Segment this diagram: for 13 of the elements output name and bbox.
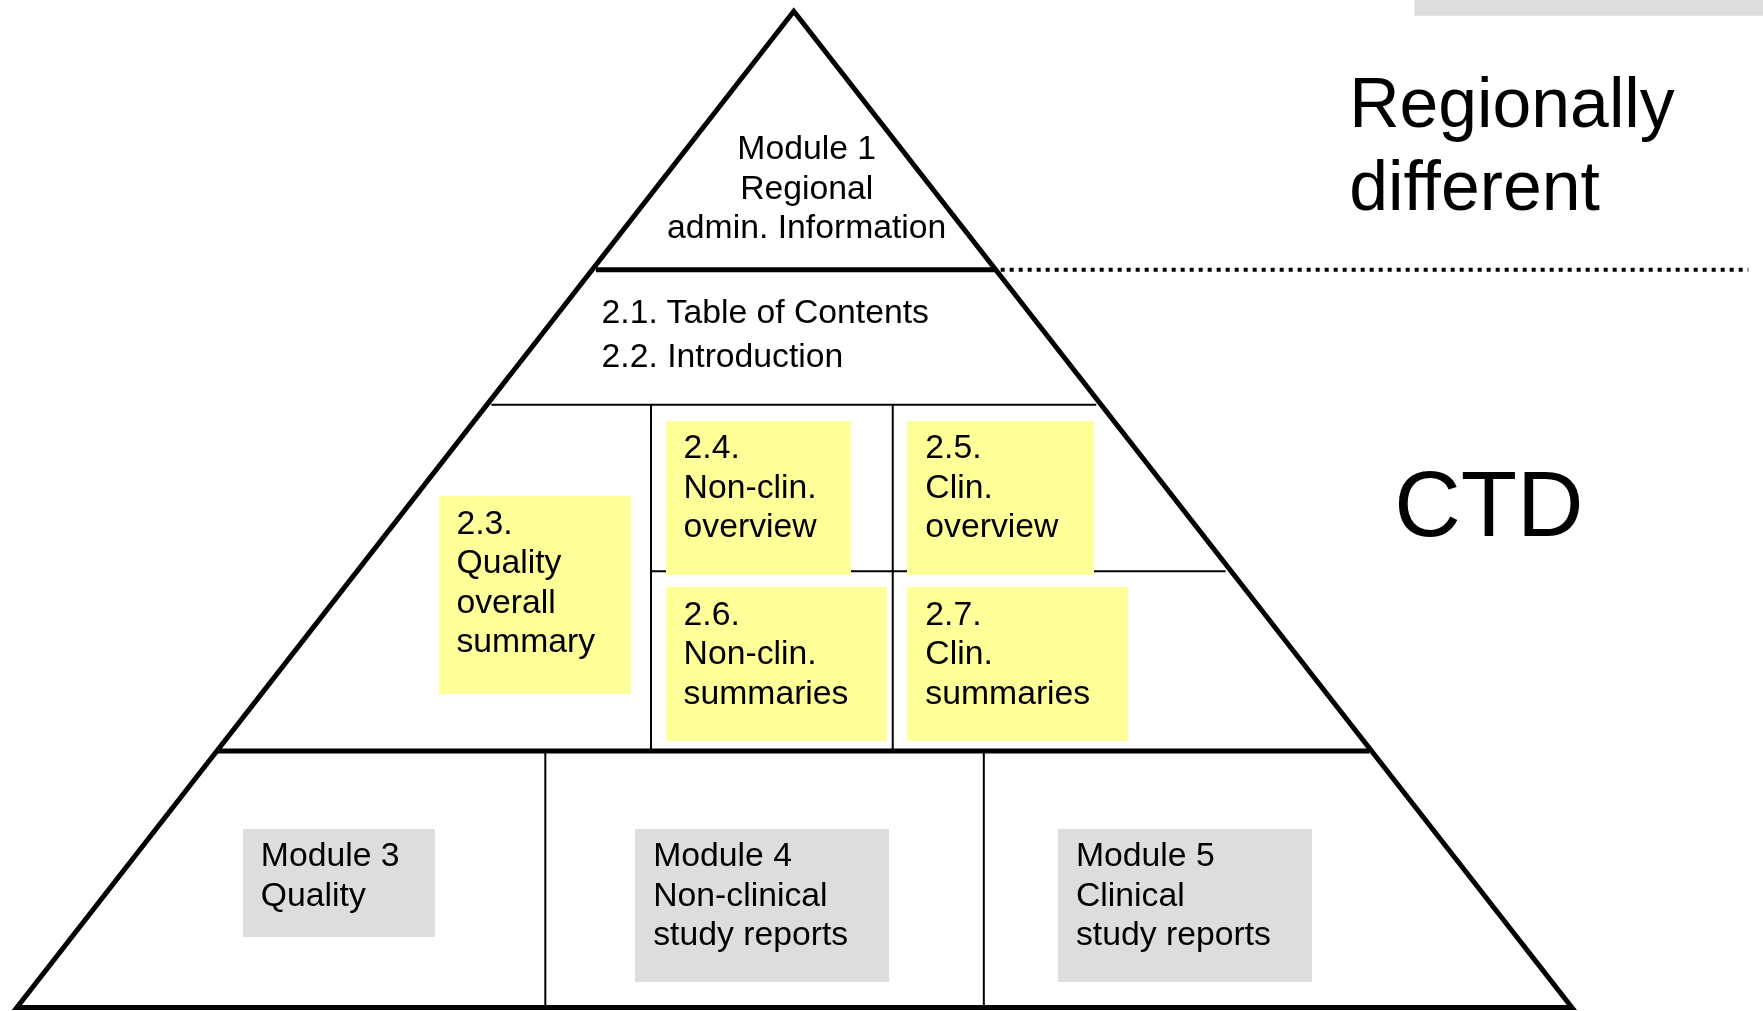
summary-box: 2.7. Clin. summaries	[907, 586, 1128, 741]
summary-box: 2.5. Clin. overview	[907, 420, 1094, 575]
module-box: Module 5 Clinical study reports	[1058, 828, 1313, 982]
module-box: Module 3 Quality	[242, 828, 436, 937]
module-box: Module 4 Non-clinical study reports	[635, 828, 890, 982]
summary-box: 2.6. Non-clin. summaries	[665, 586, 888, 741]
summary-box: 2.3. Quality overall summary	[438, 495, 631, 694]
section-heading: 2.2. Introduction	[601, 334, 845, 376]
side-label: Regionally different	[1349, 62, 1676, 228]
tier-label: Module 1 Regional admin. Information	[646, 128, 967, 264]
section-heading: 2.1. Table of Contents	[601, 291, 930, 333]
summary-box: 2.4. Non-clin. overview	[665, 420, 852, 575]
side-label: CTD	[1394, 451, 1585, 558]
